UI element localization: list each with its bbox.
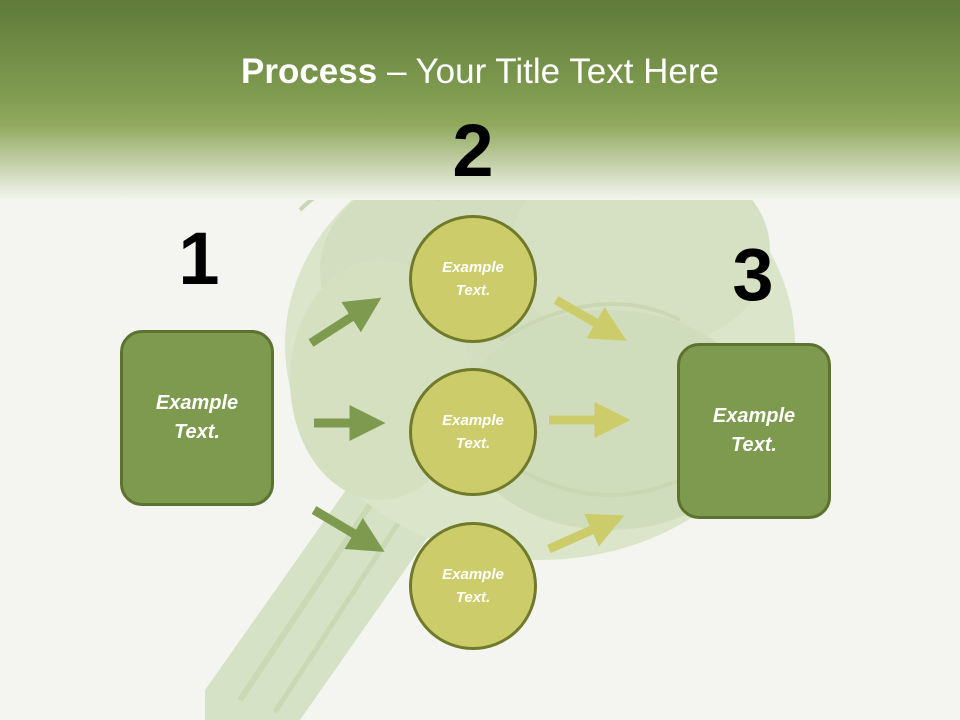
right-box: Example Text.: [677, 343, 831, 519]
right-box-label: Example Text.: [712, 405, 796, 456]
title-rest: – Your Title Text Here: [377, 52, 719, 91]
circle-middle-label: Example Text.: [442, 412, 504, 452]
circle-bottom-label: Example Text.: [442, 566, 504, 606]
circle-top-label: Example Text.: [442, 259, 504, 299]
arrow-in-top: [308, 297, 382, 347]
circle-top: Example Text.: [409, 215, 537, 343]
arrow-out-top: [553, 296, 627, 341]
circle-bottom: Example Text.: [409, 522, 537, 650]
step-number-2: 2: [452, 109, 494, 192]
title-bold: Process: [241, 52, 378, 91]
left-box-label: Example Text.: [155, 392, 239, 443]
arrow-in-bottom: [311, 506, 385, 552]
step-number-3: 3: [732, 233, 774, 316]
step-number-1: 1: [178, 217, 220, 300]
circle-middle: Example Text.: [409, 368, 537, 496]
arrow-out-bottom: [547, 513, 625, 554]
slide-title: Process – Your Title Text Here: [0, 52, 960, 92]
header-band: [0, 0, 960, 200]
left-box: Example Text.: [120, 330, 274, 506]
